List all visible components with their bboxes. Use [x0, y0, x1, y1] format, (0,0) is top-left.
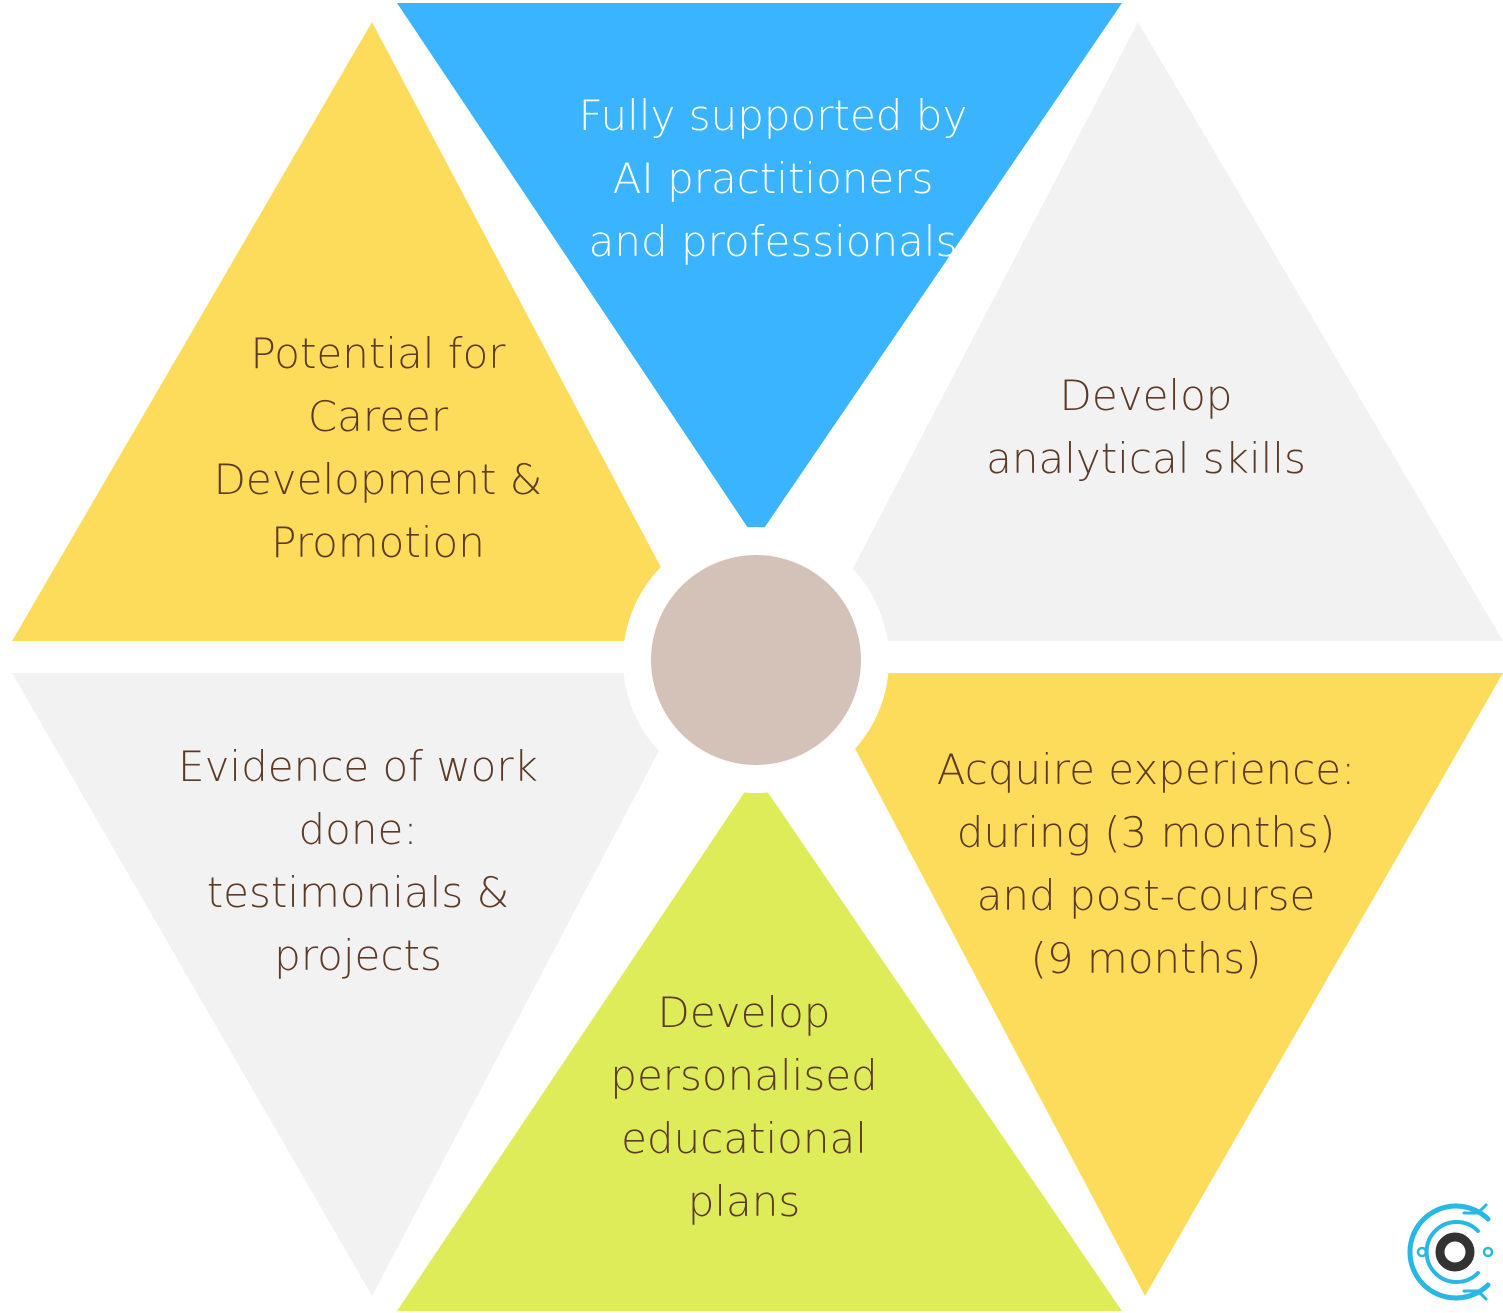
segment-upper-left-line-1: Potential for: [250, 329, 506, 378]
segment-bottom-line-1: Develop: [657, 988, 831, 1037]
segment-upper-left-label: Potential for Career Development & Promo…: [128, 322, 628, 574]
segment-upper-left-line-2: Career: [307, 392, 449, 441]
segment-top-line-3: and professionals: [588, 217, 958, 266]
segment-lower-left-line-2: done:: [298, 805, 418, 854]
segment-upper-right-triangle: [815, 22, 1503, 641]
segment-lower-right-line-4: (9 months): [1030, 934, 1262, 983]
segment-upper-left-triangle: [12, 22, 700, 641]
segment-bottom-line-4: plans: [687, 1177, 801, 1226]
segment-upper-left-line-4: Promotion: [271, 518, 485, 567]
circuit-c-logo-icon: [1407, 1203, 1494, 1301]
segment-lower-left-line-4: projects: [274, 931, 442, 980]
segment-bottom-triangle: [397, 775, 1122, 1311]
segment-lower-right-triangle: [815, 673, 1503, 1296]
segment-bottom-line-2: personalised: [610, 1051, 878, 1100]
segment-top-line-1: Fully supported by: [578, 91, 968, 140]
segment-lower-left-triangle: [12, 673, 700, 1296]
segment-top-triangle: [397, 3, 1122, 540]
segment-bottom-line-3: educational: [621, 1114, 867, 1163]
segment-upper-left-line-3: Development &: [213, 455, 543, 504]
segment-lower-right-label: Acquire experience: during (3 months) an…: [896, 738, 1396, 990]
segment-lower-left-line-3: testimonials &: [206, 868, 510, 917]
segment-top-label: Fully supported by AI practitioners and …: [523, 84, 1023, 273]
center-circle: [651, 555, 861, 765]
segment-lower-left-line-1: Evidence of work: [178, 742, 538, 791]
segment-upper-right-label: Develop analytical skills: [896, 364, 1396, 490]
segment-top-line-2: AI practitioners: [612, 154, 934, 203]
segment-lower-right-line-3: and post-course: [976, 871, 1316, 920]
segment-upper-right-line-1: Develop: [1059, 371, 1233, 420]
segment-bottom-label: Develop personalised educational plans: [494, 981, 994, 1233]
segment-upper-right-line-2: analytical skills: [986, 434, 1306, 483]
segment-lower-right-line-1: Acquire experience:: [936, 745, 1356, 794]
segment-lower-left-label: Evidence of work done: testimonials & pr…: [108, 735, 608, 987]
segment-lower-right-line-2: during (3 months): [956, 808, 1336, 857]
